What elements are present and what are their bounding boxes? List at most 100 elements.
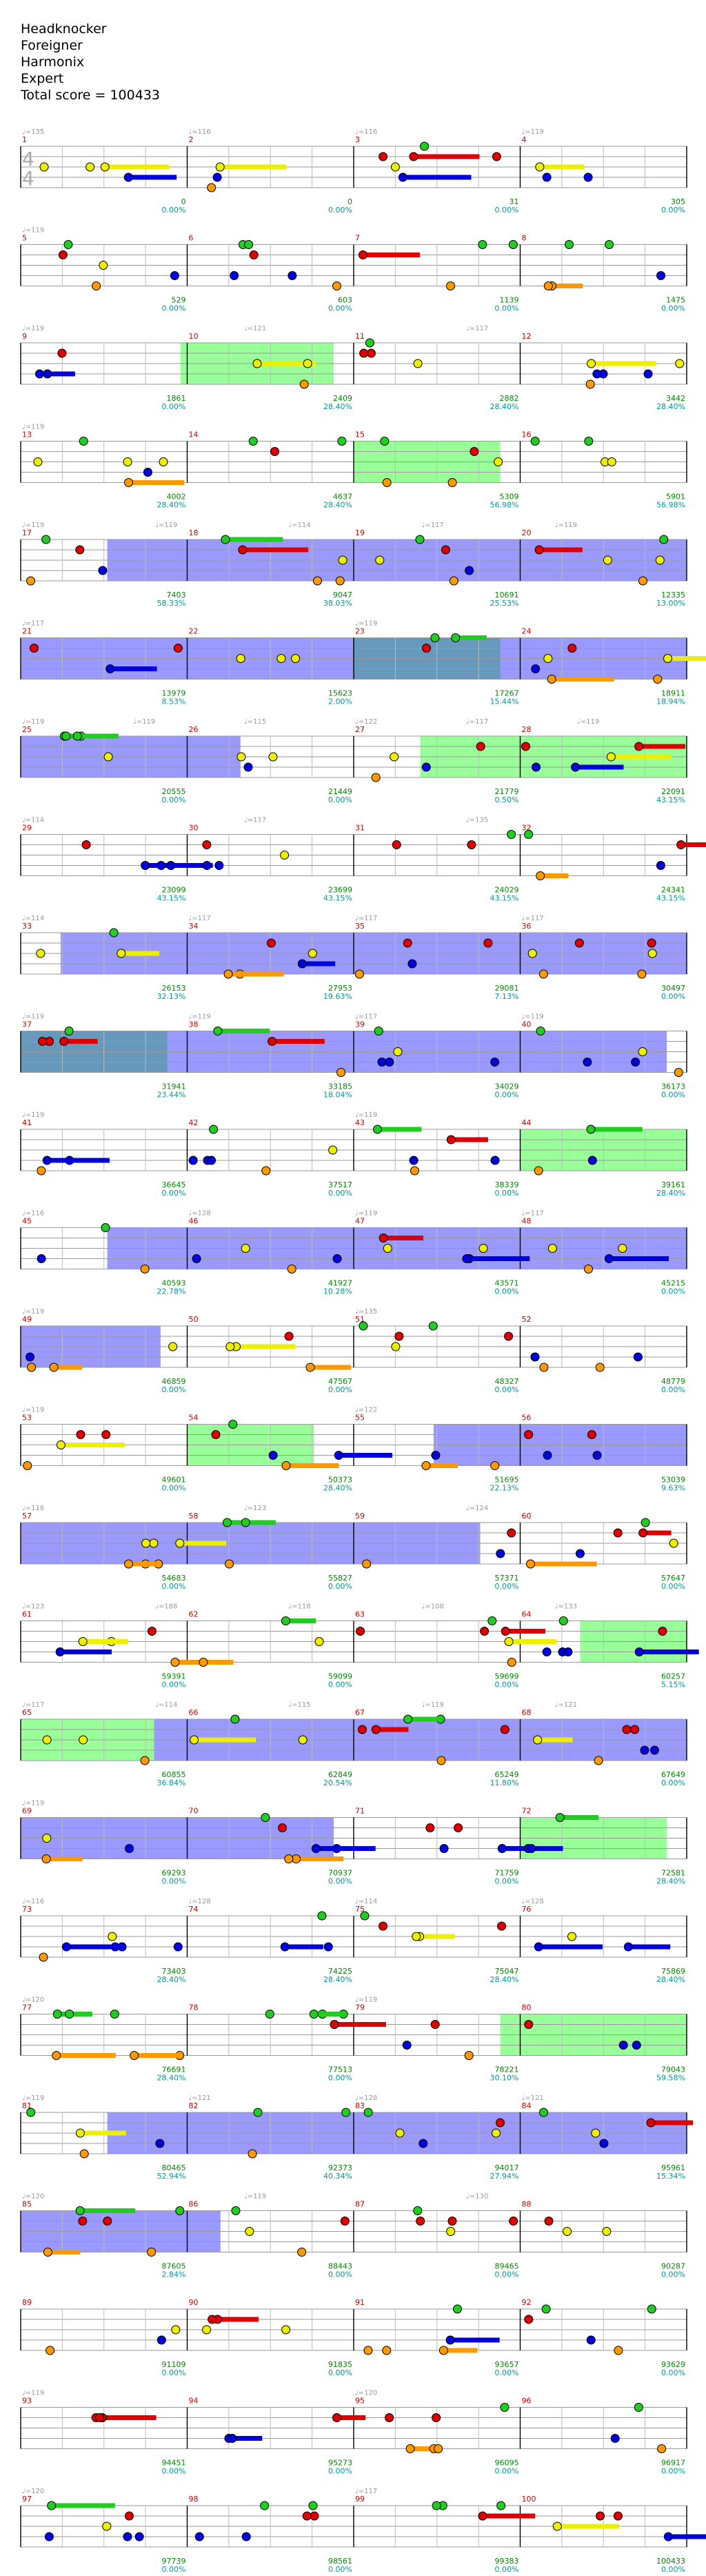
note-gem: [281, 2325, 291, 2335]
measure-score: 57647: [661, 1574, 685, 1583]
note-gem: [490, 1461, 500, 1470]
note-gem: [173, 644, 183, 653]
measure-percent: 0.00%: [661, 2270, 685, 2279]
note-gem: [480, 1627, 490, 1636]
measure-score: 36645: [162, 1180, 186, 1189]
measure-percent: 0.00%: [162, 2565, 186, 2573]
note-gem: [674, 1068, 683, 1077]
note-gem: [524, 2315, 534, 2324]
measure-score: 62849: [328, 1770, 352, 1779]
note-gem: [39, 162, 49, 172]
note-gem: [101, 1430, 111, 1439]
tempo-marker: ♩=119: [555, 522, 577, 529]
note-gem: [563, 2227, 572, 2236]
measure-number: 26: [189, 725, 199, 734]
note-gem: [299, 379, 309, 389]
note-gem: [211, 1430, 221, 1439]
note-gem: [280, 1942, 290, 1952]
note-gem: [478, 240, 487, 249]
note-gem: [465, 566, 474, 575]
measure-percent: 0.00%: [328, 1385, 352, 1394]
note-gem: [340, 2217, 350, 2226]
note-gem: [575, 1549, 585, 1558]
tempo-marker: ♩=119: [22, 1308, 44, 1316]
note-gem: [491, 2128, 501, 2138]
note-gem: [595, 1363, 605, 1372]
measure-percent: 28.40%: [656, 1975, 685, 1984]
note-gem: [265, 2010, 274, 2019]
measure-number: 42: [189, 1118, 199, 1127]
measure-score: 30497: [661, 984, 685, 993]
note-gem: [276, 654, 286, 663]
measure-score: 87605: [162, 2262, 186, 2271]
note-gem: [501, 1627, 510, 1636]
note-gem: [312, 576, 322, 586]
note-gem: [543, 1451, 552, 1460]
note-gem: [504, 1637, 514, 1646]
note-gem: [317, 1911, 327, 1921]
note-gem: [61, 731, 71, 741]
measure-number: 98: [189, 2495, 199, 2504]
measure-number: 63: [355, 1610, 365, 1619]
note-gem: [531, 664, 541, 673]
measure-number: 92: [522, 2298, 532, 2307]
note-gem: [446, 1135, 456, 1145]
measure-number: 61: [22, 1610, 32, 1619]
note-gem: [596, 2511, 605, 2521]
note-gem: [398, 172, 407, 182]
measure-score: 96917: [661, 2459, 685, 2468]
measure-percent: 43.15%: [656, 795, 685, 804]
measure-score: 29081: [495, 984, 519, 993]
measure-number: 89: [22, 2298, 32, 2307]
note-gem: [391, 1342, 401, 1351]
note-gem: [261, 1813, 270, 1822]
tempo-marker: ♩=119: [577, 718, 599, 726]
measure-number: 38: [189, 1020, 199, 1029]
measure-percent: 0.00%: [661, 992, 685, 1001]
note-gem: [390, 162, 400, 172]
measure-percent: 0.00%: [162, 1189, 186, 1198]
note-gem: [75, 545, 85, 555]
measure-score: 33185: [328, 1082, 352, 1091]
note-gem: [418, 2139, 428, 2148]
note-gem: [284, 1331, 294, 1341]
note-gem: [558, 1616, 568, 1625]
note-gem: [56, 1440, 65, 1449]
measure-percent: 9.63%: [661, 1484, 685, 1493]
note-gem: [534, 1942, 543, 1952]
measure-number: 35: [355, 922, 365, 931]
measure-percent: 43.15%: [323, 894, 352, 903]
tempo-marker: ♩=108: [422, 1603, 444, 1611]
note-gem: [432, 2501, 441, 2510]
measure-score: 7403: [167, 591, 186, 600]
tempo-marker: ♩=114: [355, 1898, 377, 1905]
note-gem: [527, 949, 537, 958]
note-gem: [363, 2346, 373, 2355]
note-gem: [26, 1352, 35, 1362]
measure-percent: 0.00%: [328, 2467, 352, 2476]
measure-number: 60: [522, 1512, 532, 1520]
measure-percent: 0.00%: [495, 2565, 519, 2573]
note-gem: [98, 566, 108, 575]
note-gem: [478, 2511, 487, 2521]
note-gem: [41, 535, 51, 544]
tempo-marker: ♩=116: [22, 1505, 44, 1512]
note-gem: [42, 1834, 52, 1843]
tempo-marker: ♩=121: [522, 2094, 544, 2102]
note-gem: [623, 1942, 633, 1952]
measure-score: 40593: [162, 1279, 186, 1288]
measure-score: 10691: [495, 591, 519, 600]
note-gem: [385, 2413, 394, 2422]
note-gem: [563, 1647, 573, 1656]
measure-percent: 0.50%: [495, 795, 519, 804]
measure-number: 22: [189, 627, 199, 636]
note-gem: [170, 271, 179, 280]
tempo-marker: ♩=135: [466, 817, 488, 824]
measure-percent: 0.00%: [661, 2565, 685, 2573]
note-gem: [432, 2413, 441, 2422]
tempo-marker: ♩=124: [466, 1505, 488, 1512]
note-gem: [190, 1735, 199, 1745]
note-gem: [584, 437, 594, 446]
measure-number: 79: [355, 2003, 365, 2012]
tempo-marker: ♩=114: [288, 522, 310, 529]
